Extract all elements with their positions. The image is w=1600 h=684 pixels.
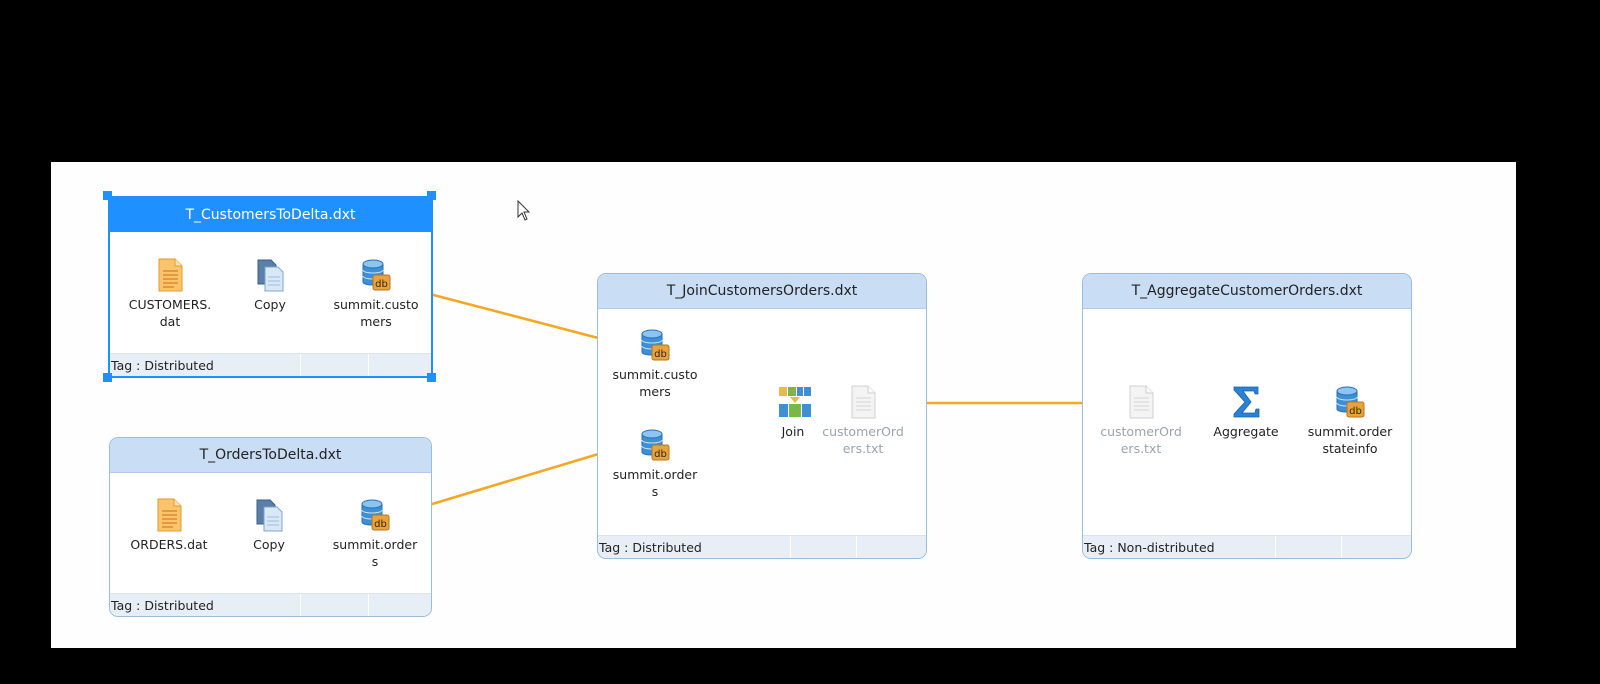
copy-icon xyxy=(254,498,284,532)
box-title[interactable]: T_OrdersToDelta.dxt xyxy=(110,438,431,473)
node-label: summit.order s xyxy=(612,467,698,499)
resize-handle-br[interactable] xyxy=(427,373,436,382)
svg-text:db: db xyxy=(654,349,667,360)
box-customers-to-delta[interactable]: T_CustomersToDelta.dxt CUSTOMERS. dat Co… xyxy=(108,196,433,378)
svg-text:db: db xyxy=(654,449,667,460)
box-footer: Tag : Non-distributed xyxy=(1083,535,1411,558)
svg-text:db: db xyxy=(374,519,387,530)
arrow-orders-to-join-box xyxy=(398,443,627,516)
database-icon: db xyxy=(361,258,391,292)
copy-icon xyxy=(255,258,285,292)
box-footer: Tag : Distributed xyxy=(598,535,926,558)
node-label: customerOrd ers.txt xyxy=(822,424,904,456)
node-label: summit.order stateinfo xyxy=(1307,424,1393,456)
resize-handle-bl[interactable] xyxy=(103,373,112,382)
node-label: summit.order s xyxy=(332,537,418,569)
database-icon: db xyxy=(1335,385,1365,419)
node-label: Copy xyxy=(254,297,286,312)
svg-text:db: db xyxy=(1349,406,1362,417)
database-icon: db xyxy=(640,328,670,362)
resize-handle-tr[interactable] xyxy=(427,191,436,200)
node-label: CUSTOMERS. dat xyxy=(128,297,212,329)
node-label: Copy xyxy=(253,537,285,552)
svg-text:db: db xyxy=(375,279,388,290)
text-file-icon xyxy=(1126,385,1156,419)
box-title[interactable]: T_JoinCustomersOrders.dxt xyxy=(598,274,926,309)
box-orders-to-delta[interactable]: T_OrdersToDelta.dxt ORDERS.dat Copy db s… xyxy=(109,437,432,617)
box-footer: Tag : Distributed xyxy=(110,353,431,376)
node-label: customerOrd ers.txt xyxy=(1100,424,1182,456)
join-icon xyxy=(778,385,811,419)
node-label: ORDERS.dat xyxy=(130,537,208,552)
tag-label: Tag : Distributed xyxy=(599,540,702,555)
tag-label: Tag : Distributed xyxy=(111,358,214,373)
file-icon xyxy=(154,498,184,532)
box-join-customers-orders[interactable]: T_JoinCustomersOrders.dxt db summit.cust… xyxy=(597,273,927,559)
database-icon: db xyxy=(360,498,390,532)
box-footer: Tag : Distributed xyxy=(110,593,431,616)
box-title[interactable]: T_AggregateCustomerOrders.dxt xyxy=(1083,274,1411,309)
node-label: summit.custo mers xyxy=(333,297,419,329)
database-icon: db xyxy=(640,428,670,462)
text-file-icon xyxy=(848,385,878,419)
box-title[interactable]: T_CustomersToDelta.dxt xyxy=(110,198,431,232)
node-label: summit.custo mers xyxy=(612,367,698,399)
node-label: Aggregate xyxy=(1213,424,1279,439)
sigma-icon xyxy=(1231,385,1261,419)
resize-handle-tl[interactable] xyxy=(103,191,112,200)
file-icon xyxy=(155,258,185,292)
box-aggregate-customer-orders[interactable]: T_AggregateCustomerOrders.dxt customerOr… xyxy=(1082,273,1412,559)
node-label: Join xyxy=(781,424,805,439)
tag-label: Tag : Non-distributed xyxy=(1084,540,1215,555)
diagram-canvas[interactable]: T_CustomersToDelta.dxt CUSTOMERS. dat Co… xyxy=(51,162,1516,648)
arrow-customers-to-join-box xyxy=(398,284,627,348)
tag-label: Tag : Distributed xyxy=(111,598,214,613)
mouse-cursor-icon xyxy=(517,199,531,226)
